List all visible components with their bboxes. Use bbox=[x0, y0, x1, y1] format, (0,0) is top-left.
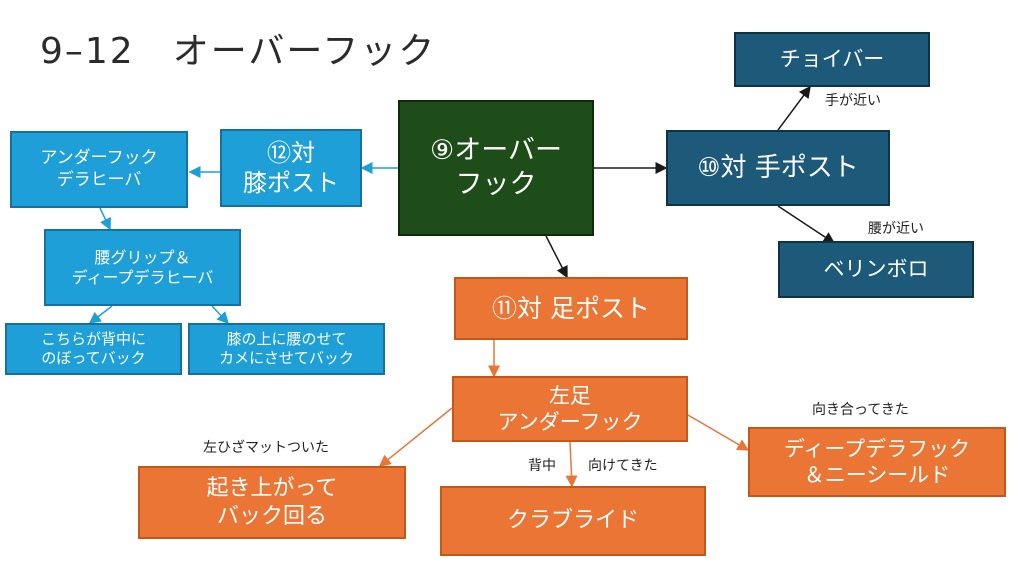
label-back: 背中 bbox=[528, 458, 556, 474]
edge-leftfoot-deep bbox=[687, 414, 750, 451]
label-facing: 向けてきた bbox=[588, 458, 658, 474]
node-hand-post: ⑩対 手ポスト bbox=[666, 130, 890, 206]
label-hand-close: 手が近い bbox=[825, 93, 881, 109]
edge-hand-choi bbox=[777, 85, 811, 131]
node-knee-post: ⑫対膝ポスト bbox=[220, 129, 362, 207]
node-deep-dela-shield: ディープデラフック＆ニーシールド bbox=[748, 427, 1006, 497]
node-waist-grip: 腰グリップ＆ディープデラヒーバ bbox=[44, 229, 241, 306]
node-choi-bar: チョイバー bbox=[734, 32, 930, 87]
label-left-hip-touch: 左ひざマットついた bbox=[203, 440, 329, 456]
node-foot-post: ⑪対 足ポスト bbox=[454, 277, 688, 340]
edge-leftfoot-crab bbox=[565, 441, 578, 488]
edge-hand-berimbolo bbox=[777, 205, 836, 244]
edge-waist-kneeback bbox=[211, 305, 230, 325]
label-waist-close: 腰が近い bbox=[868, 221, 924, 237]
edge-leftfoot-getup bbox=[378, 407, 453, 467]
node-knee-back: 膝の上に腰のせてカメにさせてバック bbox=[188, 323, 385, 375]
node-underhook-delahiva: アンダーフックデラヒーバ bbox=[10, 131, 188, 208]
edge-center-foot bbox=[545, 235, 568, 279]
label-face-each-other: 向き合ってきた bbox=[812, 402, 909, 418]
edge-waist-backclimb bbox=[88, 305, 113, 324]
node-get-up-back: 起き上がってバック回る bbox=[138, 466, 406, 539]
node-left-foot-underhook: 左足アンダーフック bbox=[452, 376, 688, 442]
edge-underhook-waist bbox=[99, 207, 111, 231]
page-title: 9–12 オーバーフック bbox=[40, 31, 437, 72]
node-overhook: ⑨オーバーフック bbox=[398, 100, 594, 236]
node-crab-ride: クラブライド bbox=[440, 486, 706, 556]
node-berimbolo: ベリンボロ bbox=[778, 241, 974, 298]
node-back-climb: こちらが背中にのぼってバック bbox=[5, 323, 182, 375]
